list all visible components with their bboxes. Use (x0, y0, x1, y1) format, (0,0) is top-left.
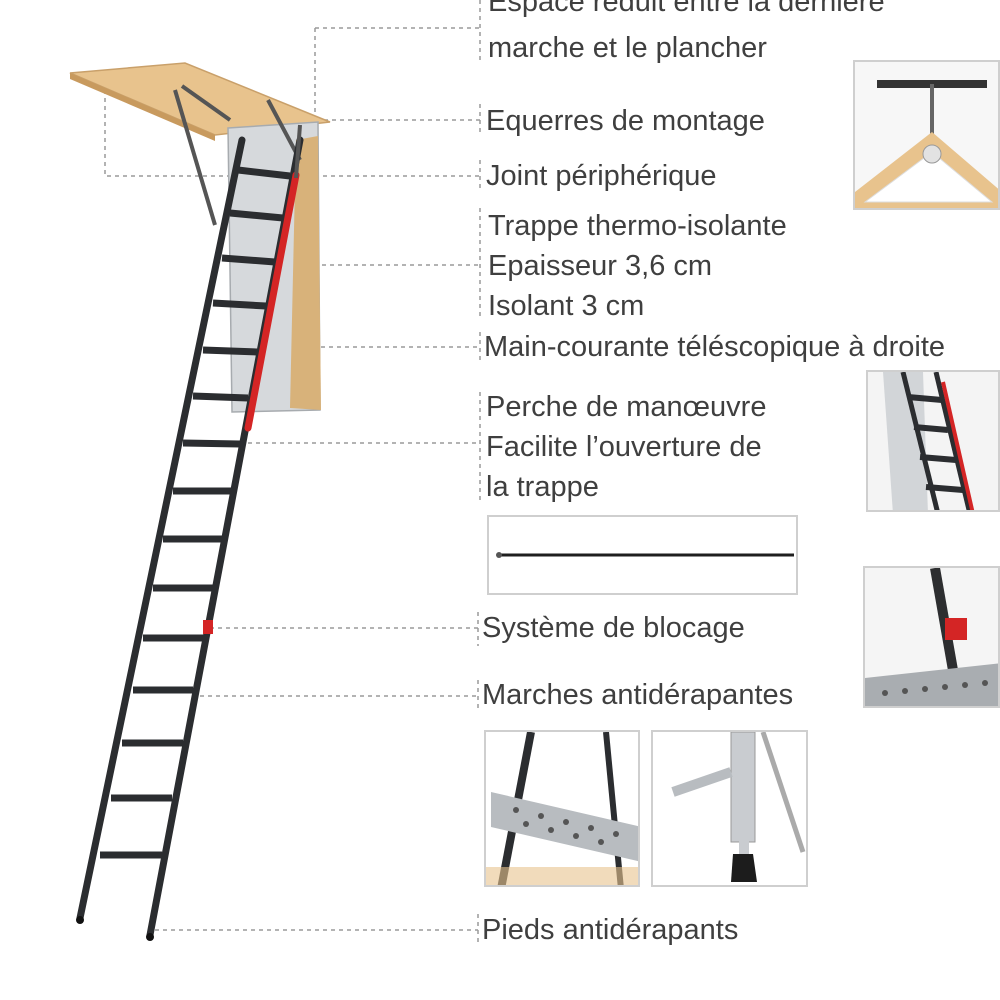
label-espace-line2: marche et le plancher (488, 32, 767, 64)
leader-joint (104, 90, 480, 177)
detail-mounting-bracket-photo (853, 60, 1000, 210)
label-marches: Marches antidérapantes (482, 679, 794, 711)
detail-anti-slip-step-photo (484, 730, 640, 887)
handrail-top (294, 124, 302, 179)
label-espace-line1: Espace réduit entre la dernière (488, 0, 885, 18)
ladder-steps (100, 166, 291, 859)
label-perche-line1: Perche de manœuvre (486, 391, 767, 423)
leader-espace (314, 27, 480, 120)
label-trappe-line1: Trappe thermo-isolante (488, 210, 787, 242)
detail-anti-slip-foot-photo (651, 730, 808, 887)
label-main-courante: Main-courante téléscopique à droite (484, 331, 946, 363)
handrail (244, 171, 300, 432)
label-trappe-line2: Epaisseur 3,6 cm (488, 250, 713, 282)
leader-lines (104, 0, 481, 946)
hatch-wood-edge (290, 136, 321, 410)
detail-lock-photo (863, 566, 1000, 708)
foot-right (146, 933, 154, 941)
detail-operating-pole-photo (487, 515, 798, 595)
label-blocage: Système de blocage (482, 612, 745, 644)
label-perche-line3: la trappe (486, 471, 599, 503)
label-perche-line2: Facilite l’ouverture de (486, 431, 762, 463)
ceiling-frame-edge (70, 73, 215, 141)
label-pieds: Pieds antidérapants (482, 914, 739, 946)
label-trappe-line3: Isolant 3 cm (488, 290, 645, 322)
label-joint: Joint périphérique (486, 160, 717, 192)
foot-left (76, 916, 84, 924)
locking-clip (203, 620, 213, 634)
detail-handrail-photo (866, 370, 1000, 512)
label-equerres: Equerres de montage (486, 105, 765, 137)
